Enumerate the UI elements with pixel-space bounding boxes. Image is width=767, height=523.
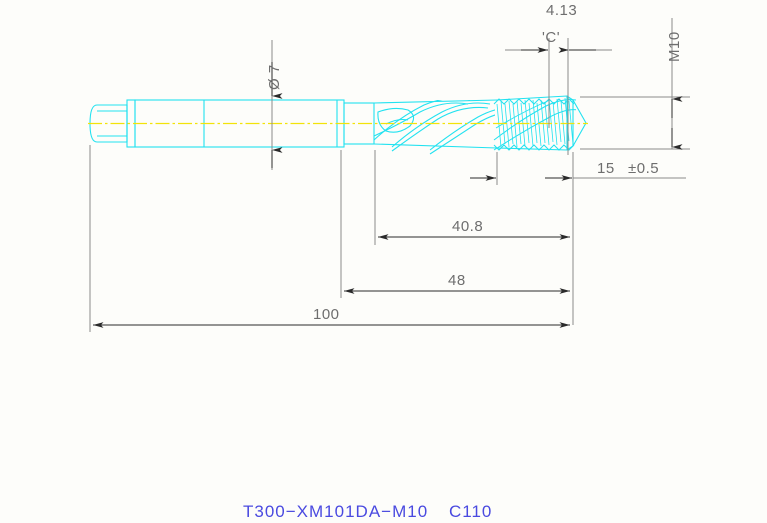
tap-part-geometry: [89, 95, 587, 155]
title-code: C110: [449, 502, 493, 521]
dim-label-thread-pitch: 4.13: [546, 2, 578, 19]
title-part-number: T300−XM101DA−M10: [243, 502, 429, 521]
dim-label-thread-spec: M10: [666, 31, 683, 62]
dim-label-shank-diameter: Ø 7: [266, 64, 283, 90]
dimension-lines: [89, 18, 690, 332]
dim-label-length-48: 48: [448, 272, 466, 289]
dim-label-thread-length-tolerance: ±0.5: [628, 160, 660, 177]
dim-flute-length: [374, 150, 570, 245]
threaded-section: [493, 95, 587, 151]
dim-thread-major-diameter: [580, 18, 690, 150]
dim-label-section-c: 'C': [542, 29, 561, 46]
spiral-flute-body: [373, 99, 498, 155]
dim-length-48: [340, 150, 570, 298]
dim-label-overall-length: 100: [313, 306, 340, 323]
dim-thread-length: [470, 152, 686, 325]
dim-label-flute-length: 40.8: [452, 218, 484, 235]
dim-overall-length: [89, 145, 570, 332]
dim-thread-pitch: [505, 38, 612, 155]
dim-label-thread-length: 15: [597, 160, 615, 177]
